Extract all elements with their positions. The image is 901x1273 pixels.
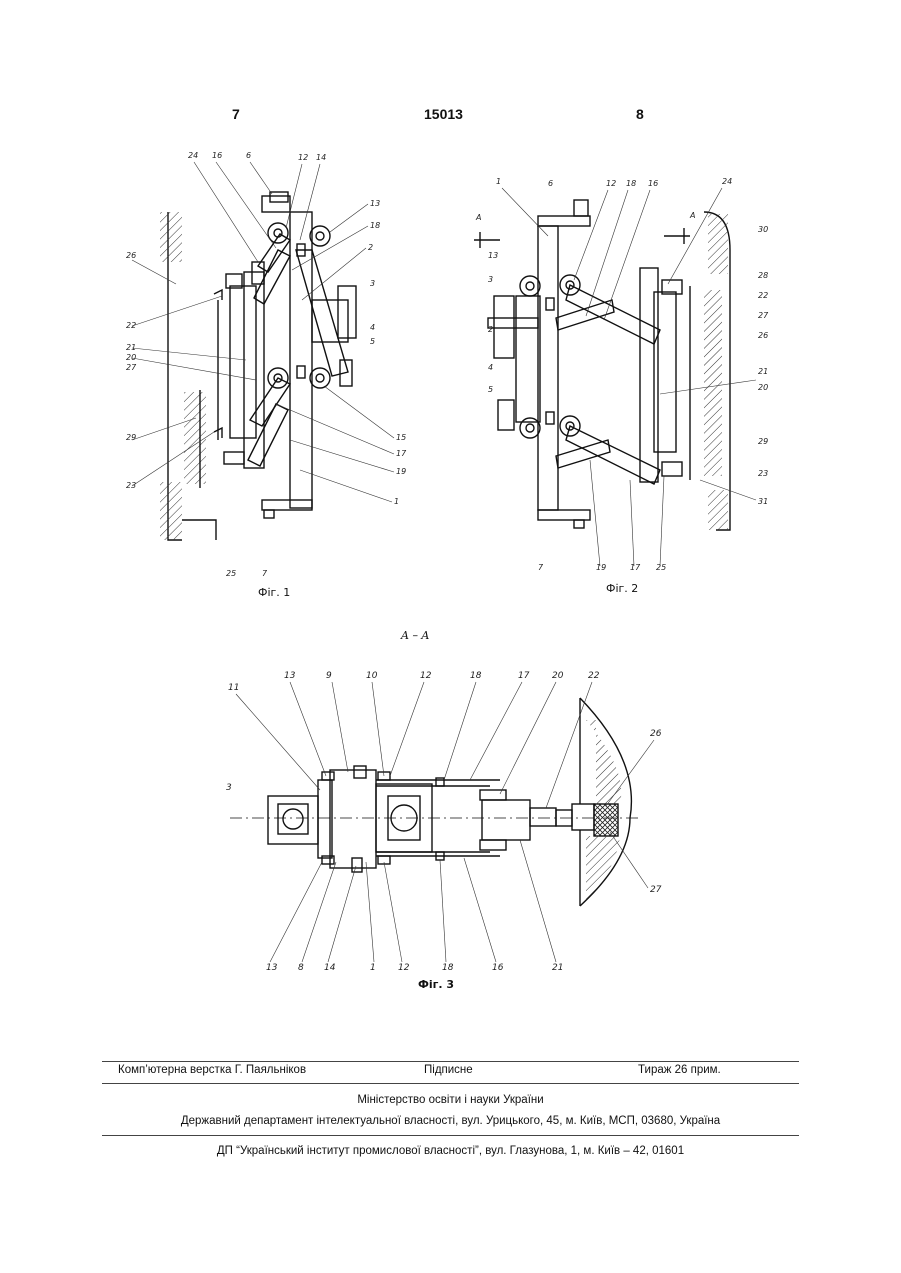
fig2-label: 19: [596, 563, 606, 572]
fig1-label: 17: [396, 449, 407, 458]
fig1-label: 3: [370, 279, 375, 288]
figure-3-drawing: [230, 698, 640, 906]
fig2-label: 22: [758, 291, 768, 300]
ministry-line: Міністерство освіти і науки України: [0, 1094, 901, 1106]
fig1-label: 6: [246, 151, 251, 160]
fig2-label: 29: [758, 437, 768, 446]
fig3-label: 14: [324, 963, 336, 973]
figure-2-caption: Фіг. 2: [606, 582, 638, 595]
fig2-label: 23: [758, 469, 768, 478]
fig1-label: 12: [298, 153, 308, 162]
fig2-label: 24: [722, 177, 732, 186]
fig2-label: 3: [488, 275, 493, 284]
fig3-label: 18: [470, 671, 482, 681]
fig2-label: 6: [548, 179, 553, 188]
fig2-label: 16: [648, 179, 658, 188]
section-mark: A: [475, 213, 481, 222]
fig3-label: 26: [650, 729, 662, 739]
figure-2-drawing: [474, 200, 730, 530]
figure-1-drawing: [160, 192, 356, 540]
fig1-label: 25: [226, 569, 236, 578]
footer-rule-middle: [102, 1083, 799, 1084]
fig2-label: 2: [488, 325, 493, 334]
fig1-label: 16: [212, 151, 222, 160]
fig3-label: 18: [442, 963, 454, 973]
fig1-label: 22: [126, 321, 136, 330]
fig3-label: 21: [552, 963, 563, 973]
fig1-label: 4: [370, 323, 375, 332]
fig2-label: 4: [488, 363, 493, 372]
institute-line: ДП “Український інститут промислової вла…: [0, 1145, 901, 1157]
footer-rule-top: [102, 1061, 799, 1062]
fig2-label: 30: [758, 225, 768, 234]
fig1-label: 15: [396, 433, 406, 442]
fig3-label: 10: [366, 671, 378, 681]
fig2-label: 26: [758, 331, 768, 340]
department-line: Державний департамент інтелектуальної вл…: [0, 1115, 901, 1127]
fig2-label: 5: [488, 385, 493, 394]
fig3-label: 20: [552, 671, 564, 681]
signed-note: Підписне: [424, 1064, 473, 1076]
fig3-label: 13: [284, 671, 296, 681]
fig3-label: 12: [398, 963, 410, 973]
fig3-label: 11: [228, 683, 239, 693]
fig1-label: 14: [316, 153, 326, 162]
fig1-label: 27: [126, 363, 137, 372]
composer-credit: Комп’ютерна верстка Г. Паяльніков: [118, 1064, 306, 1076]
fig2-label: 7: [538, 563, 544, 572]
fig2-label: 25: [656, 563, 666, 572]
fig1-label: 26: [126, 251, 136, 260]
fig1-label: 21: [126, 343, 136, 352]
fig2-label: 12: [606, 179, 616, 188]
fig1-label: 23: [126, 481, 136, 490]
fig3-label: 13: [266, 963, 278, 973]
section-title: A – A: [401, 629, 429, 642]
figure-3-caption: Фіг. 3: [418, 978, 454, 991]
fig3-label: 16: [492, 963, 504, 973]
fig3-label: 8: [298, 963, 304, 973]
fig2-label: 27: [758, 311, 769, 320]
fig3-label: 9: [326, 671, 332, 681]
fig2-label: 1: [496, 177, 501, 186]
fig1-label: 13: [370, 199, 380, 208]
fig2-label: 17: [630, 563, 641, 572]
fig1-label: 29: [126, 433, 136, 442]
fig1-label: 7: [262, 569, 268, 578]
fig1-label: 24: [188, 151, 198, 160]
section-mark: A: [689, 211, 695, 220]
footer-rule-bottom: [102, 1135, 799, 1136]
fig2-label: 21: [758, 367, 768, 376]
fig2-label: 31: [758, 497, 768, 506]
fig3-label: 17: [518, 671, 530, 681]
circulation-note: Тираж 26 прим.: [638, 1064, 721, 1076]
fig1-label: 20: [126, 353, 136, 362]
figure-1-caption: Фіг. 1: [258, 586, 290, 599]
fig3-label: 3: [226, 783, 232, 793]
fig1-label: 1: [394, 497, 399, 506]
fig3-label: 12: [420, 671, 432, 681]
fig3-label: 27: [650, 885, 662, 895]
fig1-label: 2: [368, 243, 373, 252]
fig1-label: 5: [370, 337, 375, 346]
fig2-label: 13: [488, 251, 498, 260]
fig3-label: 1: [370, 963, 376, 973]
fig1-label: 19: [396, 467, 406, 476]
fig1-label: 18: [370, 221, 380, 230]
fig2-label: 18: [626, 179, 636, 188]
fig2-label: 28: [758, 271, 768, 280]
fig3-label: 22: [588, 671, 600, 681]
fig2-label: 20: [758, 383, 768, 392]
